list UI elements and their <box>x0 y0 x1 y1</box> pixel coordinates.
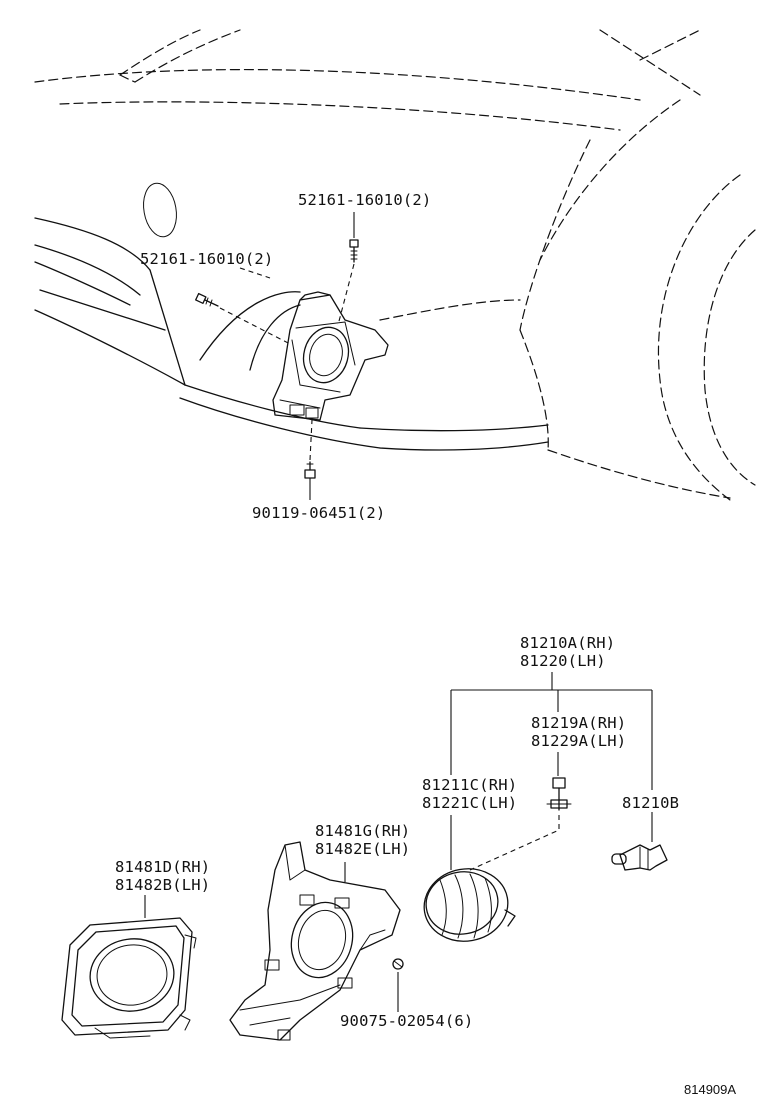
part-number: 52161-16010(2) <box>298 191 432 209</box>
fog-lamp-unit-icon <box>423 868 516 942</box>
callout-socket-wire: 81219A(RH) 81229A(LH) <box>531 714 626 750</box>
screw-lower-icon <box>304 419 316 500</box>
bolt-upper-right-icon <box>337 239 359 326</box>
part-number-rh: 81481G(RH) <box>315 822 411 840</box>
callout-clip: 90075-02054(6) <box>340 1012 473 1030</box>
diagram-ref-code: 814909A <box>684 1082 737 1097</box>
bulb-icon <box>611 844 668 871</box>
callout-fog-lamp-assy: 81210A(RH) 81220(LH) <box>520 634 615 670</box>
part-number-lh: 81220(LH) <box>520 652 606 670</box>
part-number: 90119-06451(2) <box>252 504 386 522</box>
part-number-lh: 81482B(LH) <box>115 876 211 894</box>
part-number-lh: 81482E(LH) <box>315 840 411 858</box>
callout-bolt-upper-right: 52161-16010(2) <box>298 191 431 209</box>
bolt-upper-left-icon <box>195 292 293 346</box>
callout-tree <box>144 672 653 1012</box>
socket-wire-icon <box>469 777 572 871</box>
part-number-rh: 81211C(RH) <box>422 776 518 794</box>
callout-screw-lower: 90119-06451(2) <box>252 504 385 522</box>
callout-fog-lamp-unit: 81211C(RH) 81221C(LH) <box>422 776 517 812</box>
callout-bulb: 81210B <box>622 794 679 812</box>
part-number-lh: 81229A(LH) <box>531 732 627 750</box>
mounted-fog-lamp <box>272 291 389 421</box>
bumper-outline <box>34 29 756 501</box>
part-number-lh: 81221C(LH) <box>422 794 518 812</box>
part-number: 90075-02054(6) <box>340 1012 474 1030</box>
part-number-rh: 81481D(RH) <box>115 858 211 876</box>
part-number-rh: 81219A(RH) <box>531 714 627 732</box>
cover-bezel-icon <box>61 917 197 1039</box>
callout-bolt-upper-left: 52161-16010(2) <box>140 250 273 268</box>
part-number: 52161-16010(2) <box>140 250 274 268</box>
callout-bracket: 81481G(RH) 81482E(LH) <box>315 822 410 858</box>
callout-cover-bezel: 81481D(RH) 81482B(LH) <box>115 858 210 894</box>
part-number: 81210B <box>622 794 680 812</box>
bracket-icon <box>229 841 401 1041</box>
part-number-rh: 81210A(RH) <box>520 634 616 652</box>
clip-icon <box>392 958 404 970</box>
